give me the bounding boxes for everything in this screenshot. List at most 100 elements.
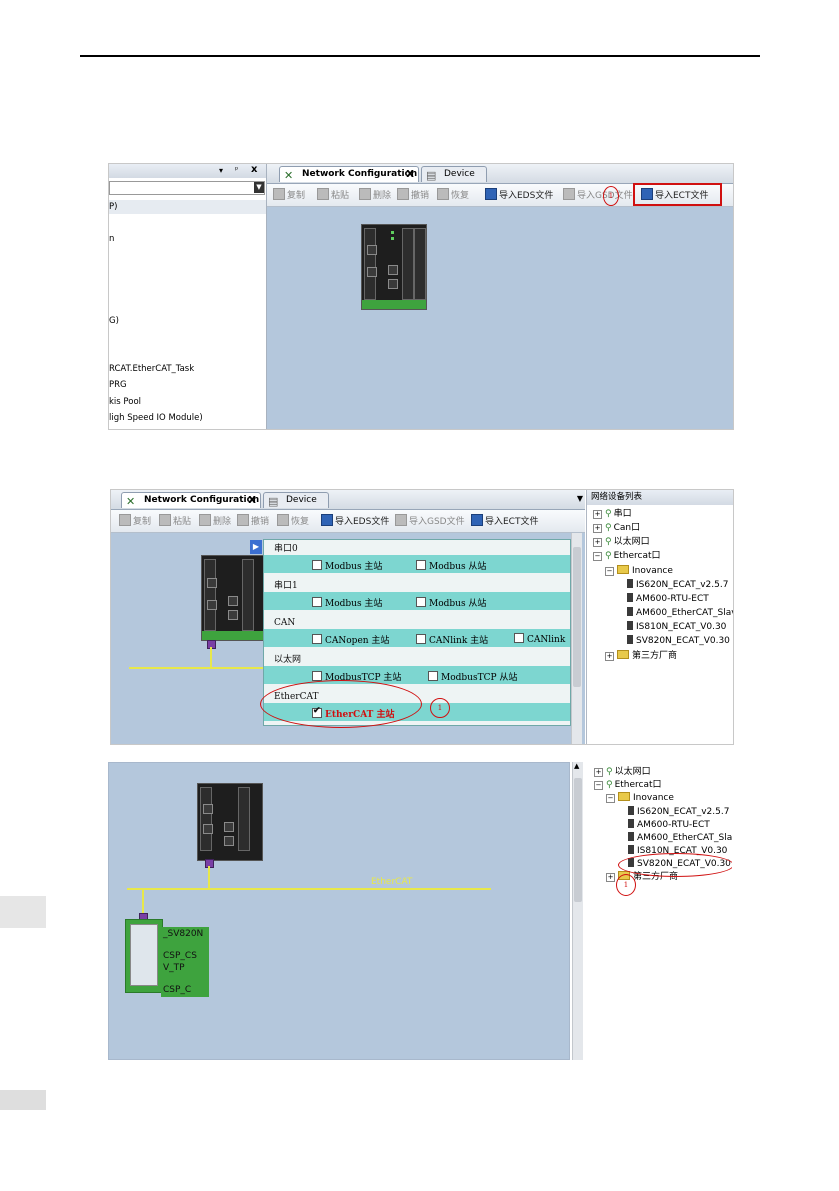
tab-device[interactable]: ▤ Device [263,492,329,508]
import-eds-button[interactable]: 导入EDS文件 [321,514,389,527]
copy-button[interactable]: 复制 [119,514,151,527]
tab-device[interactable]: ▤ Device [421,166,487,182]
canlink-master-checkbox[interactable]: CANlink 主站 [416,633,488,646]
tree-device-item[interactable]: AM600_EtherCAT_Slav [628,832,732,844]
modbus-master-checkbox[interactable]: Modbus 主站 [312,559,382,572]
tree-item[interactable]: n [109,234,115,244]
paste-button[interactable]: 粘贴 [159,514,191,527]
tree-node-inovance[interactable]: − Inovance [606,792,674,804]
paste-button[interactable]: 粘贴 [317,188,349,201]
tree-device-item[interactable]: SV820N_ECAT_V0.30 [627,635,730,647]
canvas-scrollbar[interactable]: ▲ [572,762,583,1060]
plc-port [367,245,377,255]
tree-node-third-party[interactable]: +第三方厂商 [605,650,677,662]
label: 恢复 [451,191,470,201]
plc-device-image[interactable] [201,555,267,641]
modbus-slave-checkbox[interactable]: Modbus 从站 [416,559,486,572]
figure-1-screenshot: ▾ ᵖ x ▼ P) n G) RCAT.EtherCAT_Task PRG k… [108,163,734,430]
modbus-slave-checkbox[interactable]: Modbus 从站 [416,596,486,609]
tree-node-ethernet[interactable]: +⚲以太网口 [594,766,651,778]
tree-device-item[interactable]: IS620N_ECAT_v2.5.7 [627,579,728,591]
redo-button[interactable]: 恢复 [437,188,469,201]
tree-node-ethercat[interactable]: −⚲Ethercat口 [593,550,661,562]
plc-port [203,824,213,834]
modbus-master-checkbox[interactable]: Modbus 主站 [312,596,382,609]
tab-close-icon[interactable]: X [248,495,256,506]
panel-collapse-arrow[interactable]: ▶ [250,540,262,554]
undo-button[interactable]: 撤销 [397,188,429,201]
options-panel-scrollbar[interactable] [571,533,582,744]
tree-node-inovance[interactable]: −Inovance [605,565,673,577]
collapse-icon[interactable]: − [593,552,602,561]
tree-row-selected[interactable] [109,200,266,214]
tree-node-serial[interactable]: +⚲串口 [593,508,632,520]
pane-close-icon[interactable]: x [251,164,258,175]
canlink-checkbox[interactable]: CANlink [514,633,565,645]
tree-device-item[interactable]: IS810N_ECAT_V0.30 [627,621,726,633]
expand-icon[interactable]: + [605,652,614,661]
copy-button[interactable]: 复制 [273,188,305,201]
scrollbar-thumb[interactable] [574,778,582,902]
scrollbar-thumb[interactable] [573,547,581,687]
delete-button[interactable]: 删除 [199,514,231,527]
modbustcp-slave-checkbox[interactable]: ModbusTCP 从站 [428,670,517,683]
tab-close-icon[interactable]: X [406,169,414,180]
tree-item[interactable]: P) [109,202,118,212]
figure-2-screenshot: ✕ Network Configuration X ▤ Device ▼ 复制 … [110,489,734,745]
expand-icon[interactable]: + [593,538,602,547]
collapse-icon[interactable]: − [606,794,615,803]
import-gsd-button[interactable]: 导入GSD文件 [563,188,633,201]
chevron-down-icon[interactable]: ▼ [254,182,264,193]
delete-button[interactable]: 删除 [359,188,391,201]
tree-item[interactable]: RCAT.EtherCAT_Task [109,364,195,374]
expand-icon[interactable]: + [593,510,602,519]
servo-slave-device[interactable] [125,919,163,993]
tree-device-item[interactable]: AM600-RTU-ECT [628,819,710,831]
collapse-icon[interactable]: − [594,781,603,790]
tree-item[interactable]: kis Pool [109,397,141,407]
devices-pane: ▾ ᵖ x ▼ P) n G) RCAT.EtherCAT_Task PRG k… [109,164,267,429]
tree-label: Inovance [633,793,674,803]
delete-icon [359,188,371,200]
tree-node-ethernet[interactable]: +⚲以太网口 [593,536,650,548]
tab-list-dropdown-icon[interactable]: ▼ [576,494,583,503]
tab-network-configuration[interactable]: ✕ Network Configuration X [279,166,419,182]
checkbox-box [514,633,524,643]
scroll-up-arrow[interactable]: ▲ [574,762,580,770]
import-ect-button[interactable]: 导入ECT文件 [471,514,538,527]
plc-slot [238,787,250,851]
tree-node-can[interactable]: +⚲Can口 [593,522,640,534]
collapse-icon[interactable]: − [605,567,614,576]
pane-dropdown[interactable]: ▼ [109,181,265,195]
import-gsd-button[interactable]: 导入GSD文件 [395,514,465,527]
import-eds-button[interactable]: 导入EDS文件 [485,188,553,201]
tree-item[interactable]: G) [109,316,119,326]
import-ect-button[interactable]: 导入ECT文件 [641,188,708,201]
redo-icon [277,514,289,526]
pane-menu-arrow[interactable]: ▾ [219,166,224,175]
plc-device-image[interactable] [361,224,427,310]
plc-device-image[interactable] [197,783,263,861]
expand-icon[interactable]: + [606,873,615,882]
tab-network-configuration[interactable]: ✕ Network Configuration X [121,492,261,508]
import-ect-highlight-box [633,183,722,206]
tree-device-item[interactable]: IS810N_ECAT_V0.30 [628,845,727,857]
tree-item[interactable]: ligh Speed IO Module) [109,413,203,423]
plc-slot [364,228,376,300]
label: 导入GSD文件 [409,517,465,527]
tree-device-item[interactable]: IS620N_ECAT_v2.5.7 [628,806,729,818]
tree-item[interactable]: PRG [109,380,127,390]
tree-device-item[interactable]: AM600_EtherCAT_Slav [627,607,733,619]
expand-icon[interactable]: + [593,524,602,533]
redo-button[interactable]: 恢复 [277,514,309,527]
plc-port [207,600,217,610]
device-icon [628,819,634,828]
device-list-pane: 网络设备列表 +⚲串口 +⚲Can口 +⚲以太网口 −⚲Ethercat口 −I… [586,490,733,744]
canopen-master-checkbox[interactable]: CANopen 主站 [312,633,389,646]
undo-button[interactable]: 撤销 [237,514,269,527]
tree-device-item[interactable]: AM600-RTU-ECT [627,593,709,605]
tree-node-ethercat[interactable]: −⚲Ethercat口 [594,779,662,791]
pane-pin-icon[interactable]: ᵖ [235,165,239,174]
expand-icon[interactable]: + [594,768,603,777]
servo-slave-label-block[interactable]: _SV820N CSP_CS V_TP CSP_C [161,927,209,997]
